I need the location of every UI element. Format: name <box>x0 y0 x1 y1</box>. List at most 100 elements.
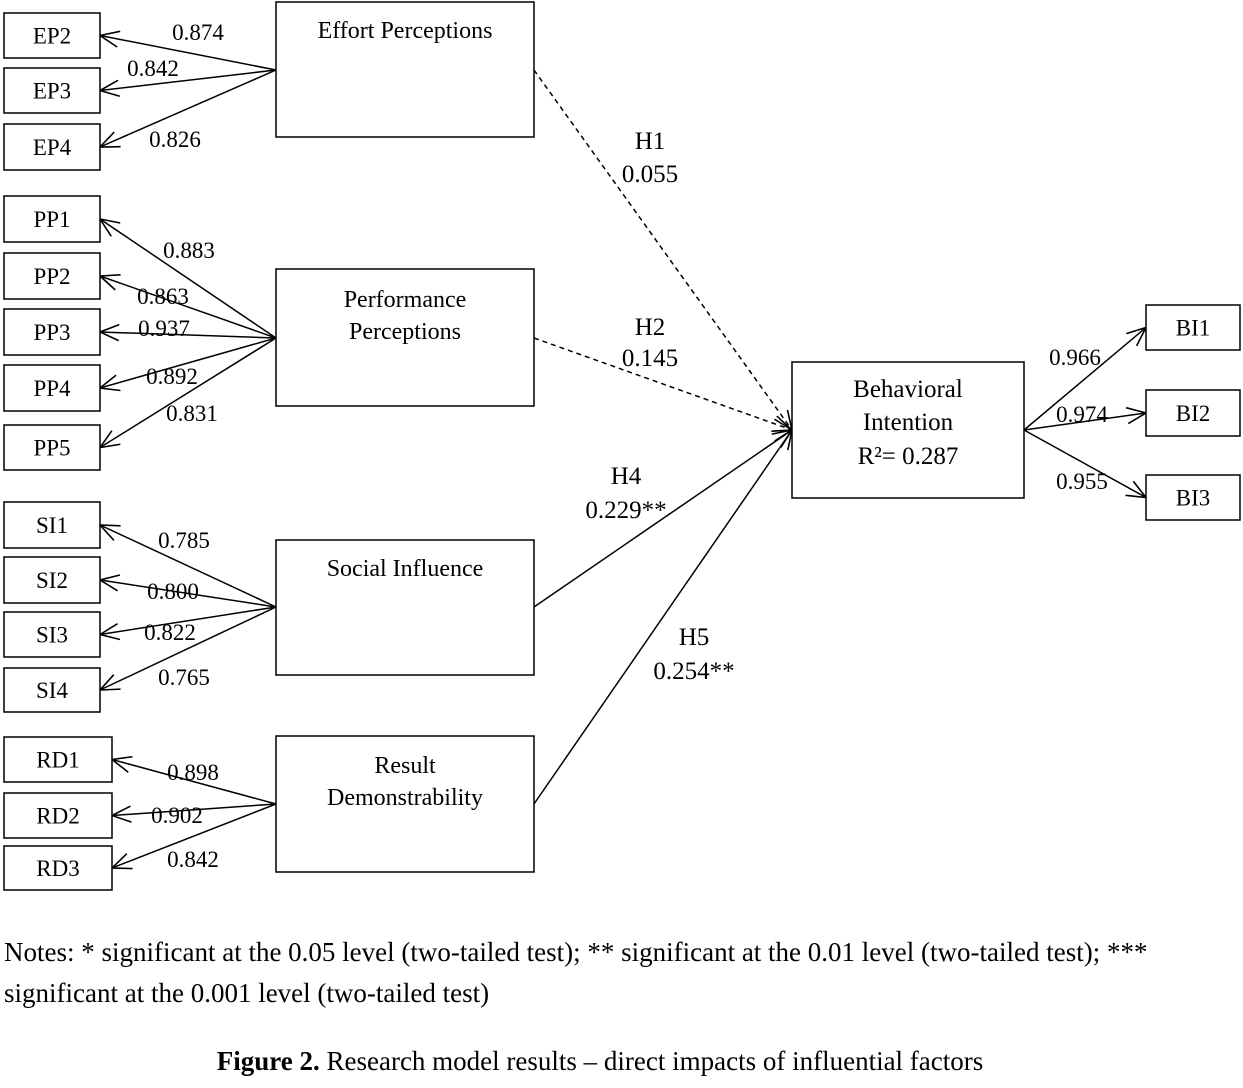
loading-value-ep3: 0.842 <box>127 56 179 81</box>
path-arrow-h5 <box>533 430 792 805</box>
loading-value-rd1: 0.898 <box>167 760 219 785</box>
construct-label-ep: Effort Perceptions <box>318 18 493 44</box>
indicator-label-pp2: PP2 <box>33 264 70 289</box>
loading-arrow-pp4 <box>100 337 277 388</box>
loading-value-si4: 0.765 <box>158 665 210 690</box>
loading-arrow-si1 <box>100 525 277 608</box>
loading-arrow-ep3 <box>100 69 277 91</box>
indicator-box-pp5 <box>3 424 101 471</box>
loading-arrow-rd3 <box>112 803 277 868</box>
hypothesis-label-h1: H1 <box>635 128 666 155</box>
indicator-label-ep4: EP4 <box>33 135 72 160</box>
indicator-box-bi2 <box>1145 389 1241 437</box>
indicator-label-si4: SI4 <box>36 678 68 703</box>
indicator-label-bi3: BI3 <box>1176 486 1211 511</box>
outcome-label: R²= 0.287 <box>858 443 959 470</box>
figure-title: Research model results – direct impacts … <box>319 1046 984 1076</box>
indicator-label-ep2: EP2 <box>33 24 71 49</box>
construct-box-rd <box>275 735 535 873</box>
indicator-label-si1: SI1 <box>36 513 68 538</box>
loading-value-pp3: 0.937 <box>138 316 190 341</box>
indicator-label-pp1: PP1 <box>33 207 70 232</box>
path-arrow-h1 <box>533 69 792 430</box>
loading-value-si1: 0.785 <box>158 528 210 553</box>
loading-value-bi1: 0.966 <box>1049 345 1101 370</box>
indicator-box-bi3 <box>1145 474 1241 521</box>
outcome-label: Behavioral <box>853 376 963 403</box>
indicator-label-rd2: RD2 <box>36 804 79 829</box>
indicator-box-rd3 <box>3 845 113 891</box>
path-arrow-h2 <box>533 337 792 430</box>
loading-arrow-pp3 <box>100 332 277 338</box>
construct-label-rd: Demonstrability <box>327 785 483 811</box>
loading-value-pp2: 0.863 <box>137 284 189 309</box>
path-coefficient-h1: 0.055 <box>622 161 678 188</box>
loading-value-pp5: 0.831 <box>166 401 218 426</box>
figure-label: Figure 2. <box>216 1046 320 1076</box>
construct-box-ep <box>275 1 535 138</box>
loading-value-si3: 0.822 <box>144 620 196 645</box>
construct-label-pp: Performance <box>344 287 467 313</box>
loading-arrow-rd2 <box>112 803 277 816</box>
indicator-box-bi1 <box>1145 304 1241 351</box>
path-coefficient-h2: 0.145 <box>622 345 678 372</box>
construct-label-pp: Perceptions <box>349 319 461 345</box>
loading-arrow-bi1 <box>1023 328 1146 431</box>
loading-arrow-bi3 <box>1023 429 1146 498</box>
indicator-box-pp3 <box>3 308 101 356</box>
construct-box-si <box>275 539 535 676</box>
indicator-label-bi2: BI2 <box>1176 401 1211 426</box>
hypothesis-label-h2: H2 <box>635 314 666 341</box>
loading-value-si2: 0.800 <box>147 579 199 604</box>
outcome-box-behavioral-intention <box>791 361 1025 499</box>
loading-value-ep2: 0.874 <box>172 20 224 45</box>
indicator-box-si4 <box>3 667 101 713</box>
loading-value-bi2: 0.974 <box>1056 402 1108 427</box>
path-coefficient-h4: 0.229** <box>585 497 666 524</box>
loading-arrow-si4 <box>100 606 277 690</box>
loading-value-ep4: 0.826 <box>149 127 201 152</box>
loading-arrow-ep4 <box>100 69 277 147</box>
loading-arrow-si3 <box>100 606 277 635</box>
construct-box-pp <box>275 268 535 407</box>
loading-arrow-pp5 <box>100 337 277 448</box>
indicator-label-bi1: BI1 <box>1176 316 1211 341</box>
loading-arrow-ep2 <box>100 36 277 71</box>
outcome-label: Intention <box>863 409 954 436</box>
loading-value-pp1: 0.883 <box>163 238 215 263</box>
loading-arrow-pp2 <box>100 276 277 339</box>
hypothesis-label-h4: H4 <box>611 463 642 490</box>
indicator-box-ep2 <box>3 12 101 59</box>
indicator-box-ep4 <box>3 123 101 171</box>
loading-arrow-pp1 <box>100 219 277 339</box>
indicator-label-rd3: RD3 <box>36 856 79 881</box>
indicator-box-si3 <box>3 611 101 658</box>
loading-arrow-bi2 <box>1023 413 1146 431</box>
indicator-box-si1 <box>3 501 101 549</box>
loading-value-pp4: 0.892 <box>146 364 198 389</box>
loading-arrow-si2 <box>100 580 277 608</box>
loading-value-bi3: 0.955 <box>1056 469 1108 494</box>
construct-label-si: Social Influence <box>327 556 484 582</box>
indicator-label-si3: SI3 <box>36 623 68 648</box>
figure-caption: Figure 2. Research model results – direc… <box>0 1046 1200 1077</box>
indicator-box-si2 <box>3 556 101 604</box>
research-model-diagram: Effort PerceptionsPerformancePerceptions… <box>3 1 1241 891</box>
indicator-label-pp5: PP5 <box>33 436 70 461</box>
indicator-label-ep3: EP3 <box>33 79 71 104</box>
indicator-label-rd1: RD1 <box>36 748 79 773</box>
significance-notes: Notes: * significant at the 0.05 level (… <box>4 937 1148 1008</box>
indicator-box-pp4 <box>3 364 101 412</box>
loading-value-rd3: 0.842 <box>167 847 219 872</box>
indicator-box-rd2 <box>3 792 113 839</box>
path-coefficient-h5: 0.254** <box>653 658 734 685</box>
indicator-label-si2: SI2 <box>36 568 68 593</box>
loading-value-rd2: 0.902 <box>151 803 203 828</box>
indicator-box-ep3 <box>3 67 101 114</box>
indicator-label-pp3: PP3 <box>33 320 70 345</box>
indicator-box-rd1 <box>3 736 113 783</box>
indicator-label-pp4: PP4 <box>33 376 71 401</box>
path-arrow-h4 <box>533 430 792 608</box>
loading-arrow-rd1 <box>112 760 277 805</box>
indicator-box-pp2 <box>3 252 101 300</box>
